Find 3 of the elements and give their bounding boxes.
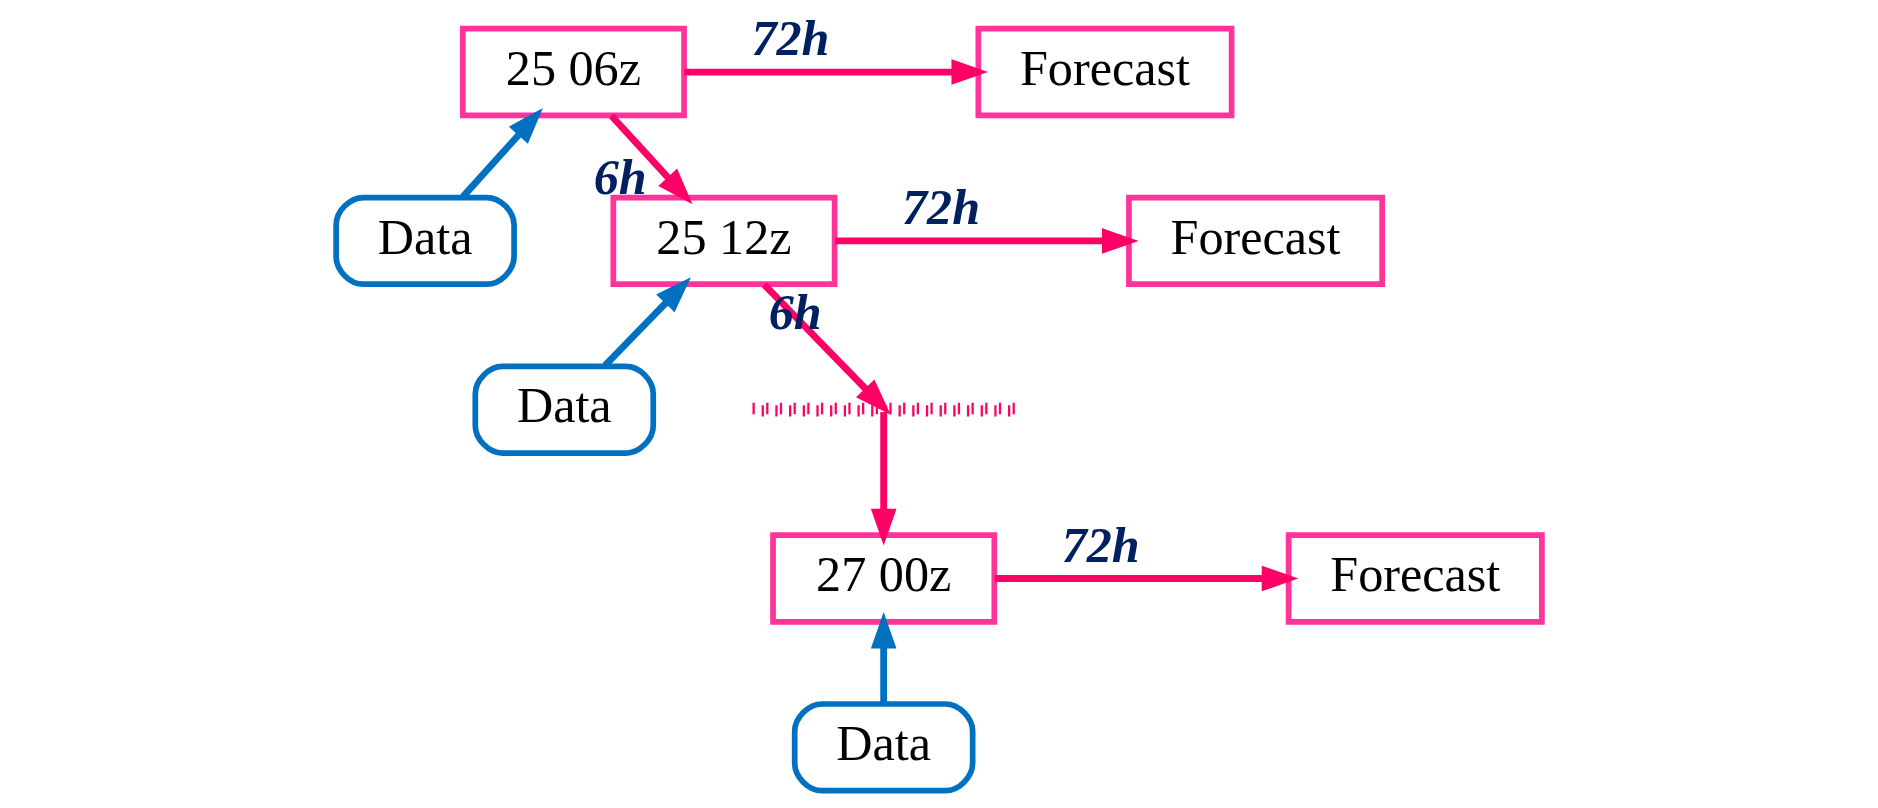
edge-label: 72h [751,10,830,67]
edge-label: 72h [1061,516,1140,573]
edge-label: 72h [901,178,981,235]
